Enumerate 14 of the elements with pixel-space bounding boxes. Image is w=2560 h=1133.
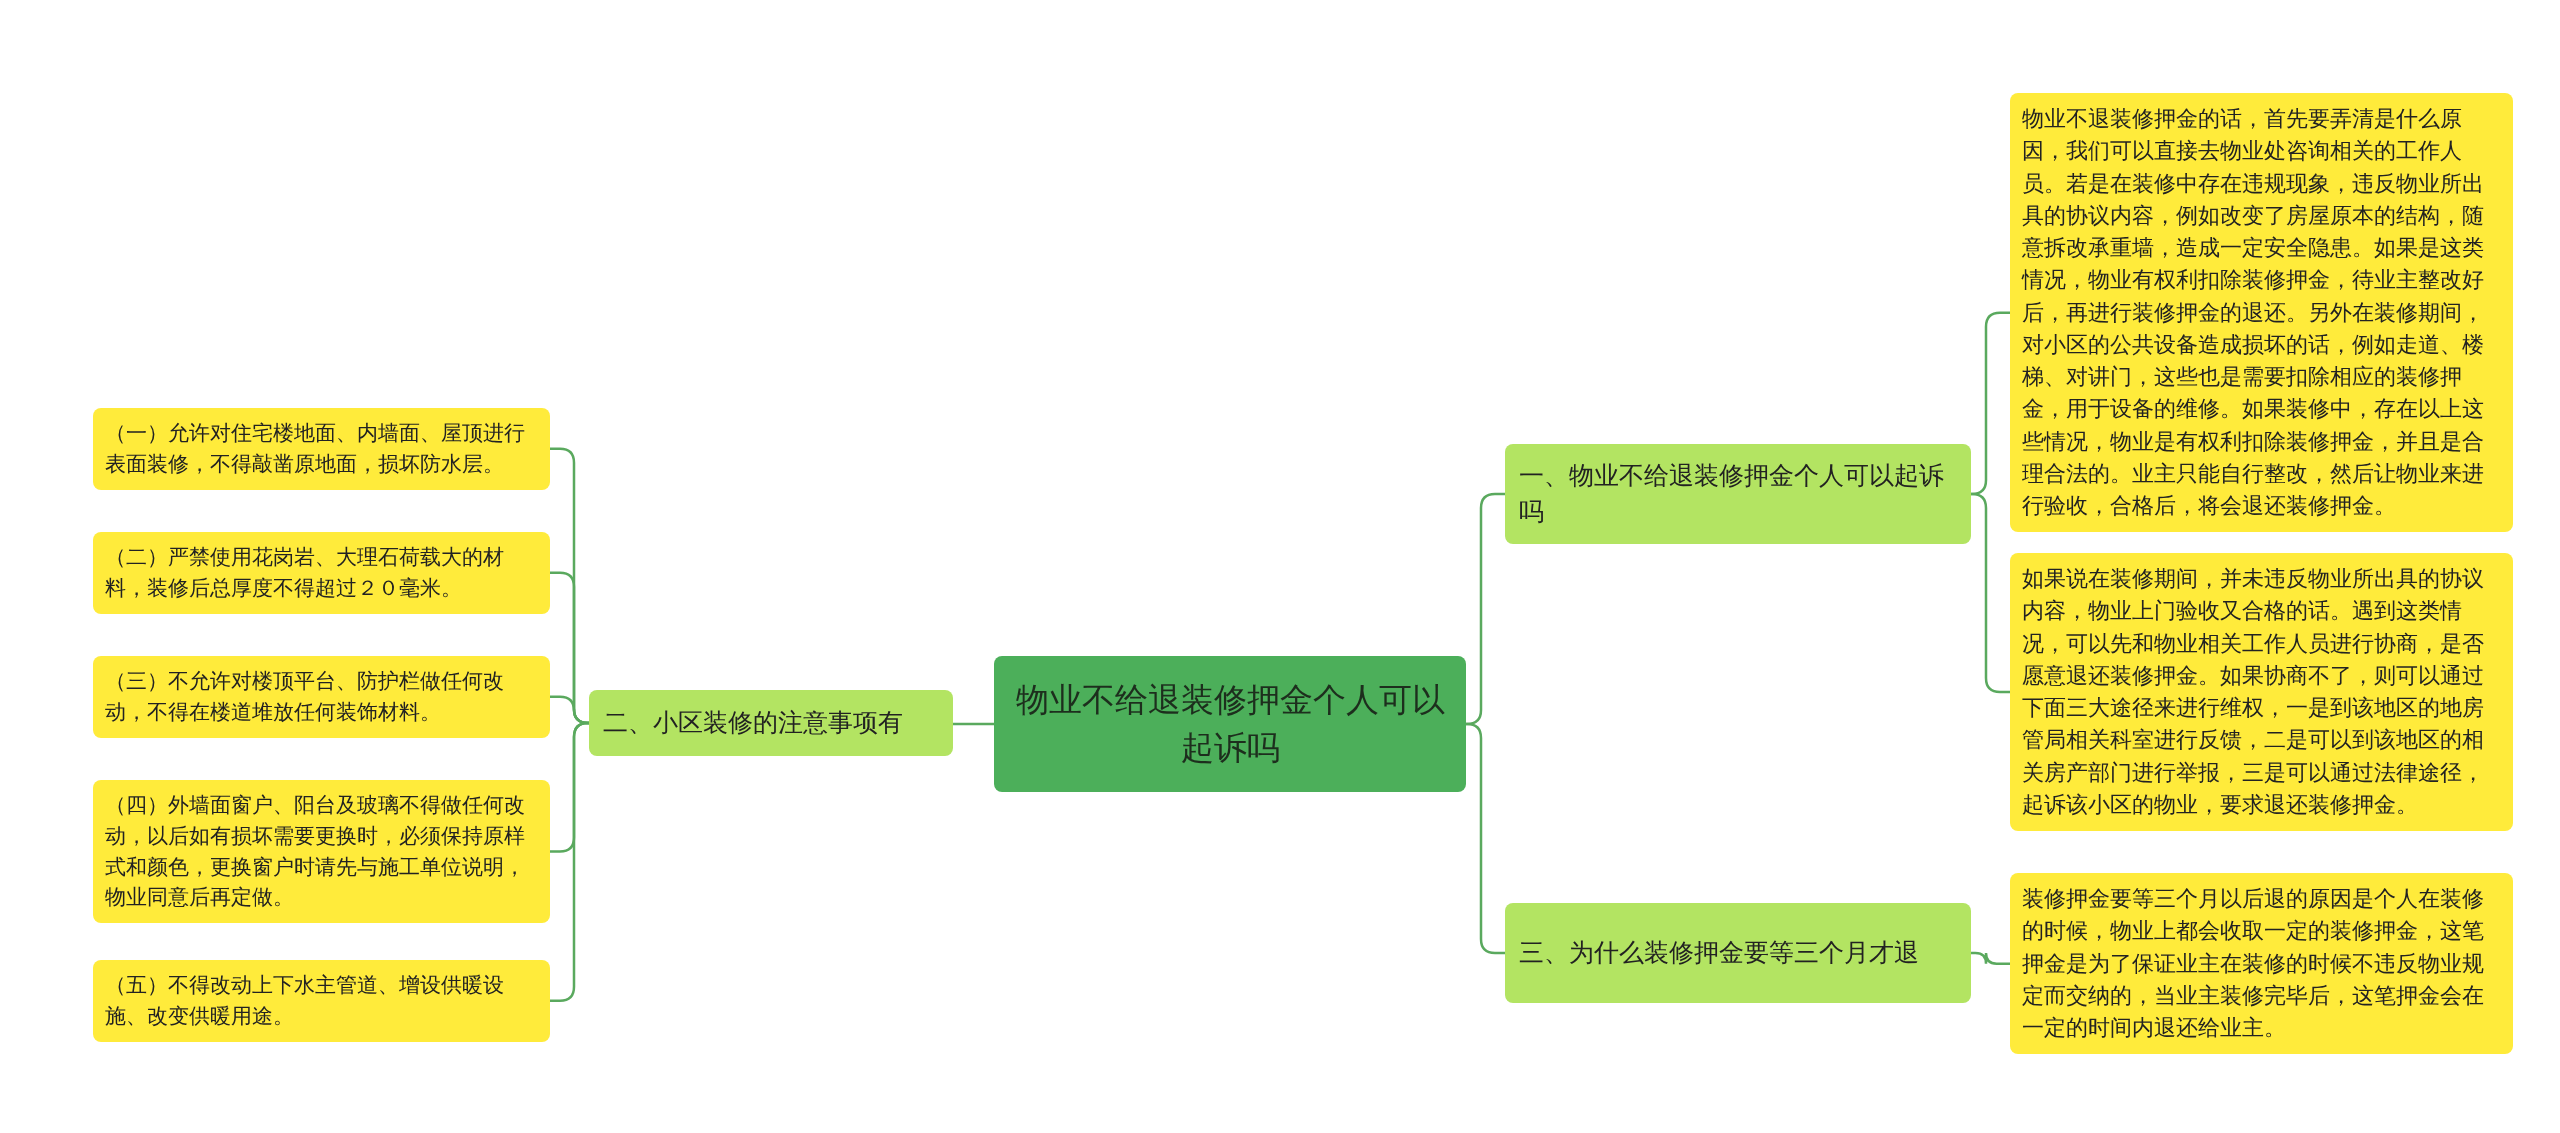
note-box: （五）不得改动上下水主管道、增设供暖设施、改变供暖用途。 [93, 960, 550, 1042]
topic-box: 三、为什么装修押金要等三个月才退 [1505, 903, 1971, 1003]
connector-line [953, 722, 994, 726]
note-box: 如果说在装修期间，并未违反物业所出具的协议内容，物业上门验收又合格的话。遇到这类情况，可以先和物业相关工作人员进行协商，是否愿意退还装修押金。如果协商不了，则可以通过下面三大途径来进行维权，一是到该地区的地房管局相关科室进行反馈，二是可以到该地区的相关房产部门进行举报，三是可以通过法律途径，起诉该小区的物业，要求退还装修押金。 [2010, 553, 2513, 831]
topic-box: 一、物业不给退装修押金个人可以起诉吗 [1505, 444, 1971, 544]
central-topic-box: 物业不给退装修押金个人可以起诉吗 [994, 656, 1466, 792]
topic-box: 二、小区装修的注意事项有 [589, 690, 953, 756]
note-box: （一）允许对住宅楼地面、内墙面、屋顶进行表面装修，不得敲凿原地面，损坏防水层。 [93, 408, 550, 490]
connector-line [1971, 951, 2010, 965]
note-box: （三）不允许对楼顶平台、防护栏做任何改动，不得在楼道堆放任何装饰材料。 [93, 656, 550, 738]
note-box: （四）外墙面窗户、阳台及玻璃不得做任何改动，以后如有损坏需要更换时，必须保持原样式和颜色，更换窗户时请先与施工单位说明，物业同意后再定做。 [93, 780, 550, 923]
note-box: （二）严禁使用花岗岩、大理石荷载大的材料，装修后总厚度不得超过２０毫米。 [93, 532, 550, 614]
note-box: 物业不退装修押金的话，首先要弄清是什么原因，我们可以直接去物业处咨询相关的工作人员。若是在装修中存在违规现象，违反物业所出具的协议内容，例如改变了房屋原本的结构，随意拆改承重墙，造成一定安全隐患。如果是这类情况，物业有权利扣除装修押金，待业主整改好后，再进行装修押金的退还。另外在装修期间，对小区的公共设备造成损坏的话，例如走道、楼梯、对讲门，这些也是需要扣除相应的装修押金，用于设备的维修。如果装修中，存在以上这些情况，物业是有权利扣除装修押金，并且是合理合法的。业主只能自行整改，然后让物业来进行验收，合格后，将会退还装修押金。 [2010, 93, 2513, 533]
note-box: 装修押金要等三个月以后退的原因是个人在装修的时候，物业上都会收取一定的装修押金，这笔押金是为了保证业主在装修的时候不违反物业规定而交纳的，当业主装修完毕后，这笔押金会在一定的时间内退还给业主。 [2010, 873, 2513, 1055]
